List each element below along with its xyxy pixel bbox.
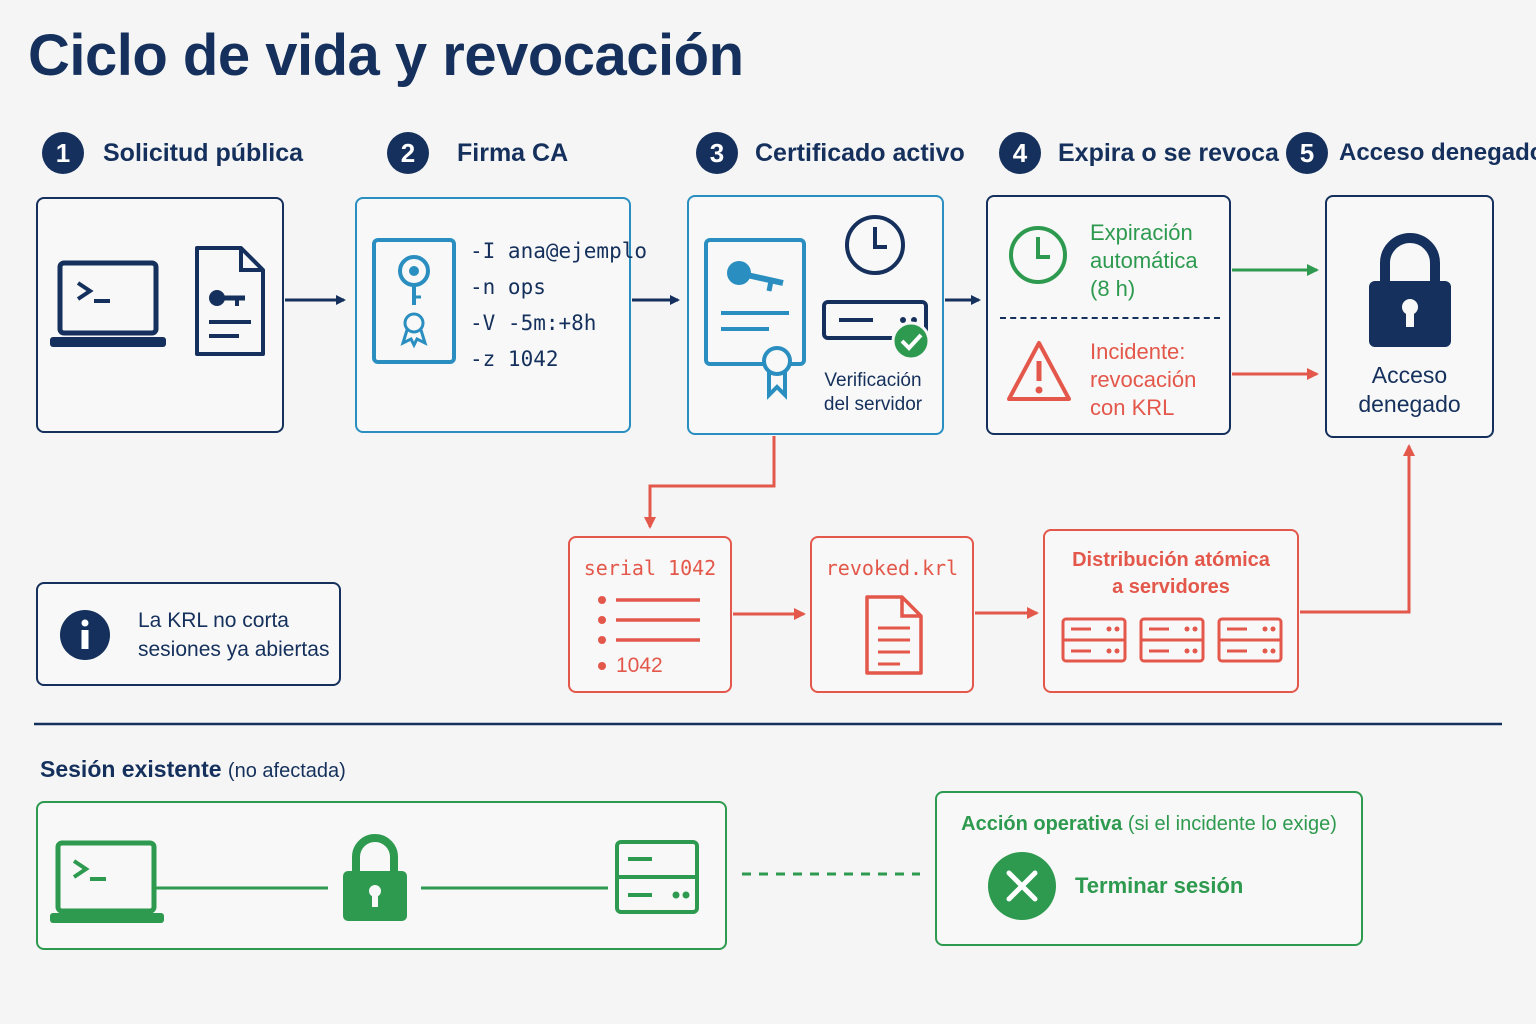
expiry-clock-icon: [1009, 226, 1067, 284]
distribution-text: Distribución atómica a servidores: [1072, 549, 1270, 598]
step-2-badge: 2: [387, 132, 429, 174]
arrow-distribution-to-denied: [1300, 444, 1415, 614]
signed-certificate-icon: [372, 238, 456, 364]
operational-action-box: Acción operativa (si el incidente lo exi…: [935, 791, 1363, 946]
krl-filename: revoked.krl: [825, 556, 959, 580]
session-section-title: Sesión existente (no afectada): [40, 756, 346, 782]
step-3-badge: 3: [696, 132, 738, 174]
session-lock-icon: [343, 834, 407, 921]
step-4-label: Expira o se revoca: [1058, 139, 1279, 167]
krl-box: revoked.krl: [810, 536, 974, 693]
serial-title: serial 1042: [583, 556, 717, 580]
servers-icon: [1061, 617, 1283, 663]
session-connection-line: [153, 886, 608, 890]
access-denied-box: Acceso denegado: [1325, 195, 1494, 438]
warning-icon: [1007, 341, 1071, 401]
distribution-box: Distribución atómica a servidores: [1043, 529, 1299, 693]
divider: [1000, 317, 1220, 319]
step-4-badge: 4: [999, 132, 1041, 174]
step-5-badge: 5: [1286, 132, 1328, 174]
certificate-key-icon: [704, 238, 806, 400]
access-denied-text: Acceso denegado: [1358, 362, 1461, 417]
ca-flag-identity: -I ana@ejemplo: [470, 239, 648, 263]
step-1-badge: 1: [42, 132, 84, 174]
laptop-terminal-icon: [50, 840, 164, 923]
laptop-terminal-icon: [50, 260, 166, 347]
public-key-file-icon: [195, 246, 265, 356]
krl-note-box: La KRL no corta sesiones ya abiertas: [36, 582, 341, 686]
step-2-label: Firma CA: [457, 139, 569, 167]
step-5-label: Acceso denegado: [1339, 139, 1536, 166]
ca-sign-box: -I ana@ejemplo -n ops -V -5m:+8h -z 1042: [355, 197, 647, 433]
serial-list-icon: [598, 596, 700, 670]
ca-flag-validity: -V -5m:+8h: [470, 311, 597, 335]
server-icon: [615, 840, 699, 914]
step-3-label: Certificado activo: [755, 139, 965, 167]
serial-item: 1042: [616, 654, 663, 677]
server-verified-icon: [822, 300, 931, 361]
arrow-active-to-serial: [644, 436, 776, 529]
ca-flag-principals: -n ops: [470, 275, 546, 299]
info-icon: [60, 610, 110, 660]
server-verification-text: Verificación del servidor: [823, 370, 923, 415]
serial-box: serial 1042 1042: [568, 536, 732, 693]
action-title: Acción operativa (si el incidente lo exi…: [961, 813, 1337, 835]
expire-revoke-box: Expiración automática (8 h) Incidente: r…: [986, 195, 1231, 435]
krl-file-icon: [865, 595, 923, 675]
auto-expiry-text: Expiración automática (8 h): [1090, 220, 1198, 301]
request-box: [36, 197, 284, 433]
step-1-label: Solicitud pública: [103, 139, 304, 167]
clock-icon: [845, 215, 905, 275]
ca-flag-serial: -z 1042: [470, 347, 559, 371]
active-cert-box: Verificación del servidor: [687, 195, 944, 435]
lock-icon: [1369, 233, 1451, 347]
terminate-session-button[interactable]: Terminar sesión: [987, 851, 1243, 921]
incident-text: Incidente: revocación con KRL: [1090, 339, 1197, 420]
krl-note-text: La KRL no corta sesiones ya abiertas: [138, 609, 330, 661]
page-title: Ciclo de vida y revocación: [28, 23, 744, 88]
existing-session-box: [36, 801, 727, 950]
terminate-session-label: Terminar sesión: [1075, 873, 1244, 898]
close-icon: [988, 852, 1056, 920]
